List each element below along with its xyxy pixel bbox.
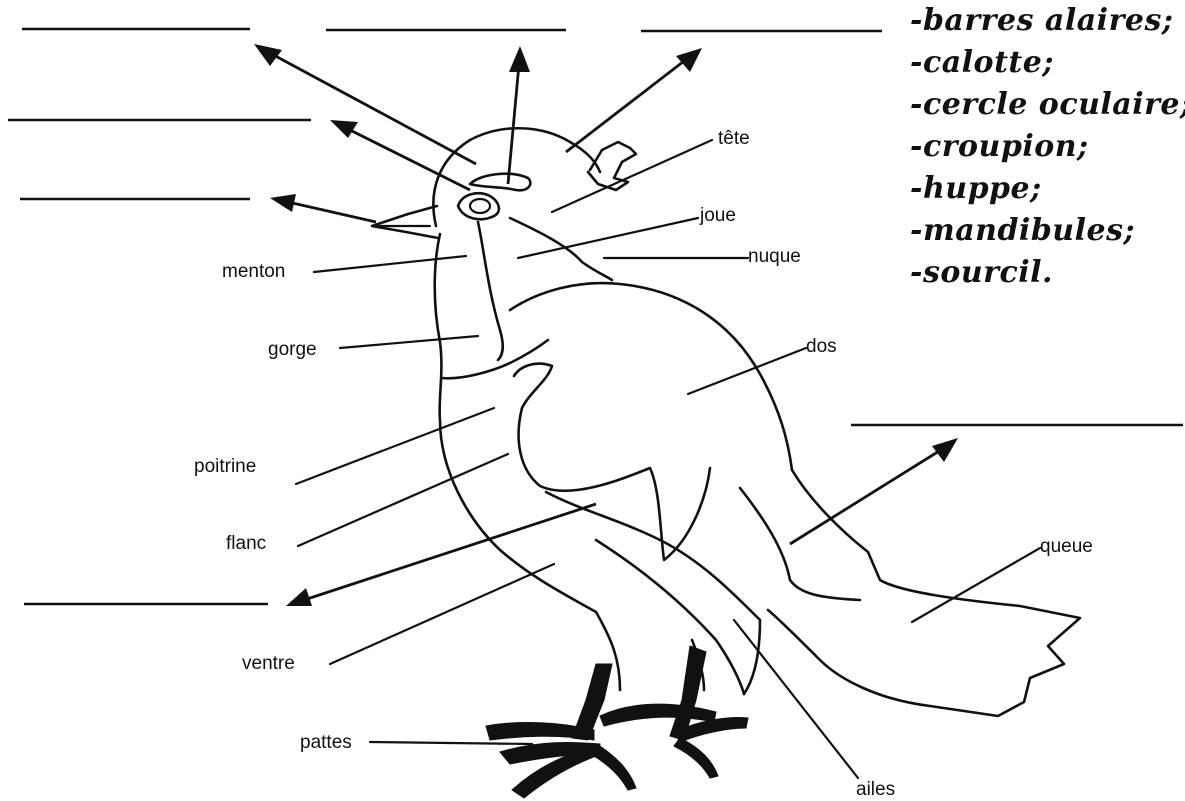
beak-icon <box>372 206 438 238</box>
label-poitrine: poitrine <box>194 456 256 477</box>
word-bank-item: -cercle oculaire; <box>910 87 1185 122</box>
label-gorge: gorge <box>268 339 317 360</box>
arrows <box>254 44 958 606</box>
crest-icon <box>588 142 636 190</box>
leader-flanc <box>298 454 508 546</box>
arrow-2 <box>508 64 519 184</box>
label-ailes: ailes <box>856 779 895 800</box>
word-bank-item: -sourcil. <box>910 255 1053 290</box>
label-nuque: nuque <box>748 246 801 267</box>
tail-upper <box>740 488 860 600</box>
label-joue: joue <box>699 205 736 226</box>
label-queue: queue <box>1040 536 1093 557</box>
arrow-2-head <box>509 46 530 72</box>
label-ventre: ventre <box>242 653 295 674</box>
word-bank-item: -huppe; <box>910 171 1042 206</box>
breast-outline <box>435 234 596 612</box>
arrow-4-head <box>330 120 358 138</box>
word-bank-item: -mandibules; <box>910 213 1135 248</box>
word-bank-item: -croupion; <box>910 129 1089 164</box>
back-outline <box>510 283 792 470</box>
word-bank-item: -barres alaires; <box>910 3 1173 38</box>
leader-ailes <box>734 620 858 778</box>
leader-pattes <box>370 742 532 744</box>
feet-icon <box>486 646 748 798</box>
label-tete: tête <box>718 128 750 149</box>
word-bank-item: -calotte; <box>910 45 1054 80</box>
leader-joue <box>518 218 698 258</box>
eye-pupil <box>470 199 490 213</box>
eyebrow-stripe <box>470 174 530 191</box>
arrow-6 <box>790 448 944 544</box>
leader-queue <box>912 548 1040 622</box>
face-stripe <box>478 222 503 360</box>
arrow-1-head <box>254 44 282 66</box>
arrow-7 <box>304 504 596 600</box>
wing-lower <box>546 492 760 694</box>
head-outline <box>433 128 600 226</box>
wing-outline <box>514 364 710 560</box>
collar-outline <box>442 340 548 378</box>
arrow-3 <box>566 58 688 152</box>
word-bank: -barres alaires; -calotte; -cercle ocula… <box>910 3 1185 290</box>
arrow-1 <box>268 52 476 164</box>
leader-menton <box>314 256 466 272</box>
eye-icon <box>458 193 499 219</box>
arrow-5-head <box>270 194 296 212</box>
label-flanc: flanc <box>226 533 266 554</box>
arrow-5 <box>288 202 376 222</box>
label-menton: menton <box>222 261 285 282</box>
arrow-6-head <box>932 438 958 462</box>
label-dos: dos <box>806 336 837 357</box>
leader-gorge <box>340 336 478 348</box>
arrow-4 <box>346 128 470 190</box>
tail-outline <box>768 470 1080 716</box>
label-pattes: pattes <box>300 732 352 753</box>
arrow-7-head <box>286 588 312 606</box>
arrow-3-head <box>676 48 702 72</box>
